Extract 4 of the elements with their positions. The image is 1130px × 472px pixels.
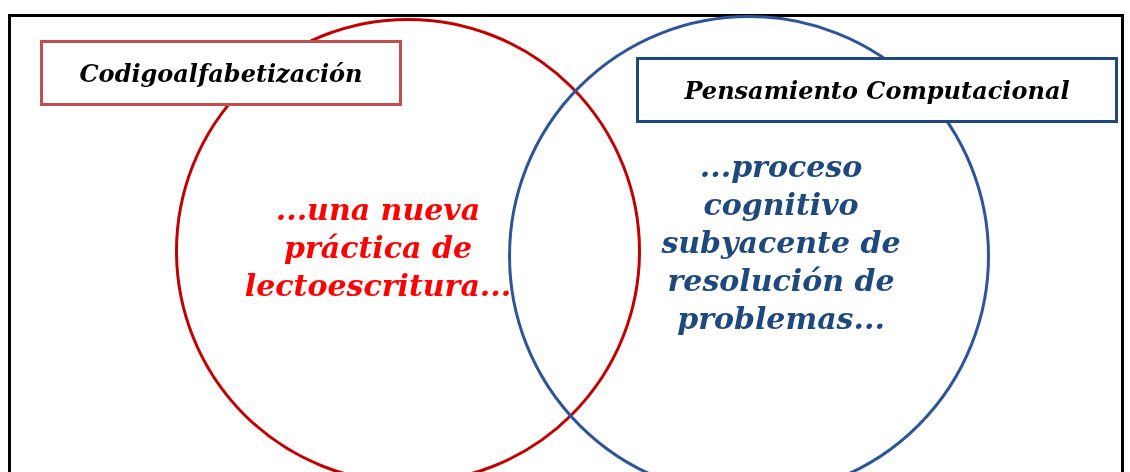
title-box: Codigoalfabetización (40, 40, 402, 106)
title-box: Pensamiento Computacional (636, 57, 1118, 123)
circle-text: ...una nueva práctica de lectoescritura... (243, 191, 513, 305)
circle-text: ...proceso cognitivo subyacente de resolución de problemas... (660, 148, 902, 338)
